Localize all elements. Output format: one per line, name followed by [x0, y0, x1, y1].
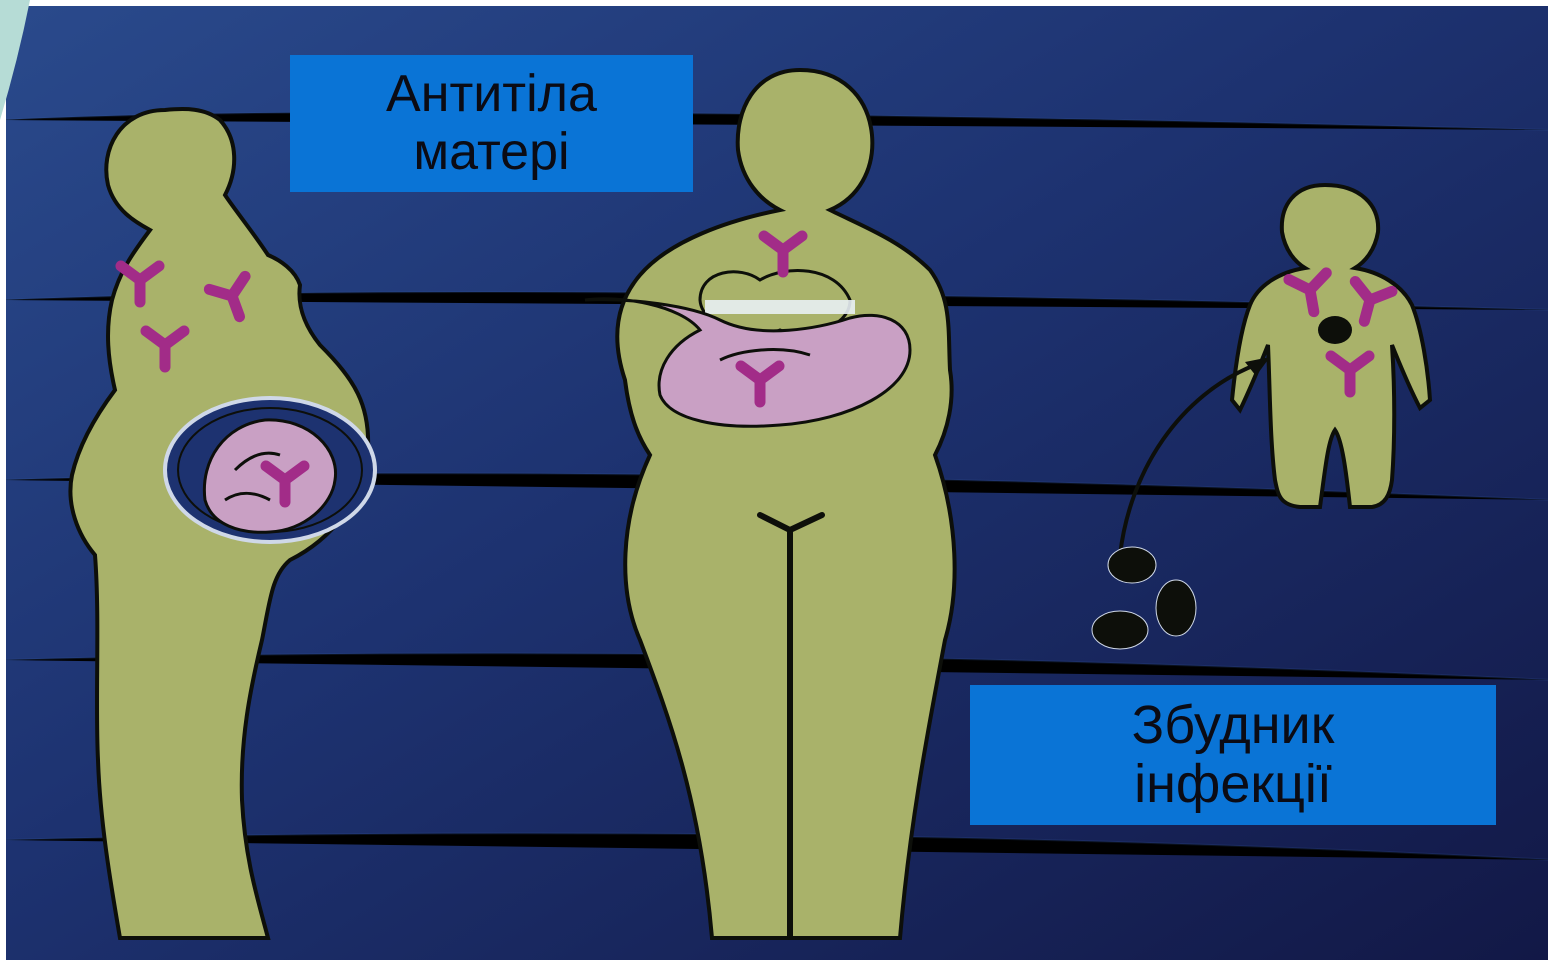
label-line: Збудник: [1132, 696, 1335, 755]
label-line: матері: [413, 124, 569, 181]
label-line: Антитіла: [386, 66, 597, 123]
pathogen-icon: [1318, 316, 1352, 344]
pathogen-icon: [1092, 611, 1148, 649]
pathogen-label: Збудник інфекції: [970, 685, 1496, 825]
label-line: інфекції: [1134, 755, 1332, 814]
pathogen-icon: [1108, 547, 1156, 583]
maternal-antibodies-label: Антитіла матері: [290, 55, 693, 192]
pathogen-icon: [1156, 580, 1196, 636]
